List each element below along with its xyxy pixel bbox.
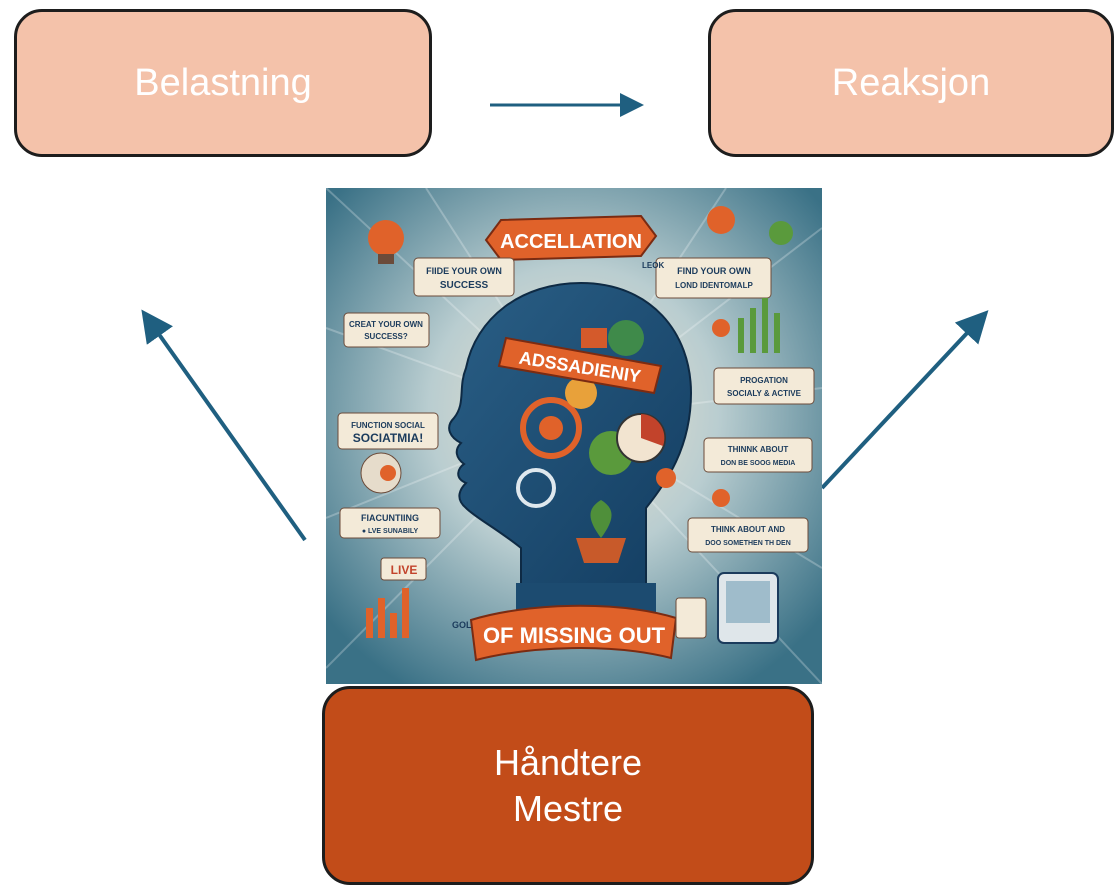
- belastning-box: Belastning: [14, 9, 432, 157]
- svg-text:LIVE: LIVE: [391, 563, 418, 577]
- handtere-mestre-box: Håndtere Mestre: [322, 686, 814, 885]
- svg-text:THINNK ABOUT: THINNK ABOUT: [728, 445, 789, 454]
- svg-text:PROGATION: PROGATION: [740, 376, 788, 385]
- svg-text:OF MISSING OUT: OF MISSING OUT: [483, 623, 666, 648]
- svg-text:SOCIALY & ACTIVE: SOCIALY & ACTIVE: [727, 389, 802, 398]
- arrow-to-belastning: [141, 309, 307, 542]
- handtere-label: Håndtere: [493, 741, 643, 783]
- bottom-banner: OF MISSING OUT: [469, 604, 678, 662]
- reaksjon-box: Reaksjon: [708, 9, 1114, 157]
- svg-text:LOND IDENTOMALP: LOND IDENTOMALP: [675, 281, 753, 290]
- svg-text:SOCIATMIA!: SOCIATMIA!: [353, 431, 423, 445]
- svg-text:FUNCTION SOCIAL: FUNCTION SOCIAL: [351, 421, 425, 430]
- arrow-to-reaksjon: [820, 310, 989, 490]
- left-labels: FIIDE YOUR OWN SUCCESS CREAT YOUR OWN SU…: [337, 220, 515, 638]
- svg-text:● LVE SUNABILY: ● LVE SUNABILY: [362, 528, 419, 535]
- svg-text:FIACUNTIING: FIACUNTIING: [361, 513, 419, 523]
- right-labels: FIND YOUR OWN LOND IDENTOMALP LEOK PROGA…: [642, 206, 815, 644]
- svg-text:GOL: GOL: [452, 620, 472, 630]
- svg-text:DON BE SOOG MEDIA: DON BE SOOG MEDIA: [721, 460, 796, 467]
- reaksjon-label: Reaksjon: [831, 61, 991, 104]
- mestre-label: Mestre: [512, 787, 624, 829]
- fomo-illustration: ACCELLATION ADSSADIENIY OF MISSING OUT F…: [326, 188, 822, 684]
- svg-text:CREAT YOUR OWN: CREAT YOUR OWN: [349, 320, 423, 329]
- svg-text:ACCELLATION: ACCELLATION: [500, 231, 642, 253]
- svg-text:SUCCESS?: SUCCESS?: [364, 332, 408, 341]
- svg-text:FIND YOUR OWN: FIND YOUR OWN: [677, 266, 751, 276]
- svg-text:SUCCESS: SUCCESS: [440, 280, 489, 291]
- svg-text:LEOK: LEOK: [642, 261, 664, 270]
- belastning-label: Belastning: [134, 61, 312, 104]
- svg-text:FIIDE YOUR OWN: FIIDE YOUR OWN: [426, 266, 502, 276]
- svg-text:THINK ABOUT AND: THINK ABOUT AND: [711, 525, 785, 534]
- brain-icons: [516, 320, 676, 563]
- svg-text:DOO SOMETHEN TH DEN: DOO SOMETHEN TH DEN: [705, 540, 791, 547]
- top-banner: ACCELLATION: [484, 214, 658, 262]
